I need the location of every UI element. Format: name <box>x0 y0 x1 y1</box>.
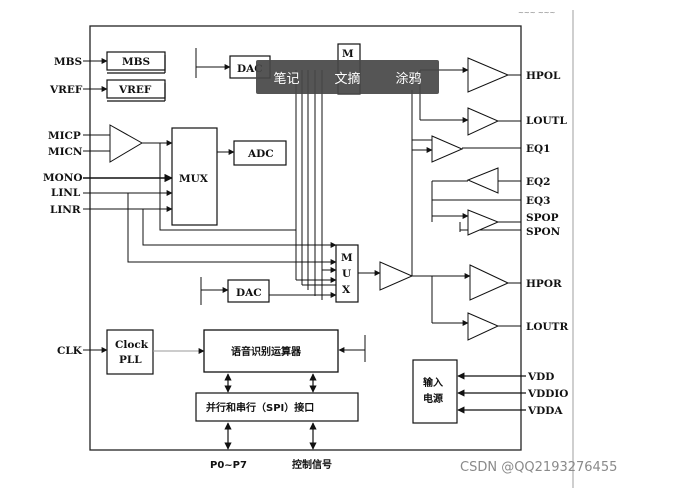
input-micn-label: MICN <box>48 146 83 158</box>
power-input-block <box>412 359 458 424</box>
mid-amplifier <box>379 261 414 291</box>
mux-left-block <box>171 127 218 226</box>
input-vref-label: VREF <box>49 84 83 96</box>
eq2-amplifier <box>466 167 499 194</box>
mux-right-letter-2: U <box>342 268 351 280</box>
input-clk-label: CLK <box>57 345 83 357</box>
eq1-amplifier <box>431 135 464 163</box>
spi-interface-block <box>195 392 359 422</box>
mux-left-label: MUX <box>179 173 209 185</box>
output-loutl-label: LOUTL <box>526 115 567 127</box>
dac-bottom-label: DAC <box>236 287 262 299</box>
power-input-line2: 电源 <box>423 392 443 405</box>
loutr-amplifier <box>467 312 500 341</box>
mic-amplifier <box>109 124 143 163</box>
doodle-button[interactable]: 涂鸦 <box>395 71 422 87</box>
notes-button[interactable]: 笔记 <box>273 71 300 87</box>
output-eq1-label: EQ1 <box>526 143 550 155</box>
adc-block-label: ADC <box>247 148 274 160</box>
adc-block <box>233 140 287 166</box>
dac-bottom-block <box>227 279 270 303</box>
output-spon-label: SPON <box>526 226 561 238</box>
watermark: CSDN @QQ2193276455 <box>460 460 618 475</box>
power-vdd-label: VDD <box>527 371 554 383</box>
clock-pll-line1: Clock <box>115 339 149 351</box>
bottom-p0-p7-label: P0~P7 <box>210 460 247 471</box>
mux-right-letter-1: M <box>341 252 353 264</box>
output-eq2-label: EQ2 <box>526 176 550 188</box>
chip-outline <box>89 25 522 451</box>
spi-interface-label: 并行和串行（SPI）接口 <box>206 401 314 414</box>
hpor-amplifier <box>469 264 510 301</box>
input-linl-label: LINL <box>51 187 81 199</box>
clock-pll-block <box>106 329 154 375</box>
speech-processor-block <box>203 329 339 373</box>
output-spop-label: SPOP <box>526 212 559 224</box>
hpol-amplifier <box>467 57 510 93</box>
output-hpor-label: HPOR <box>526 278 562 290</box>
speech-processor-label: 语音识别运算器 <box>231 345 302 358</box>
vref-block-label: VREF <box>118 84 152 96</box>
annotation-toolbar: 笔记 文摘 涂鸦 <box>256 60 439 94</box>
input-mono-label: MONO <box>43 172 83 184</box>
power-vdda-label: VDDA <box>527 405 563 417</box>
loutl-amplifier <box>467 107 500 136</box>
output-eq3-label: EQ3 <box>526 195 550 207</box>
input-mbs-label: MBS <box>54 56 82 68</box>
spop-amplifier <box>467 209 500 236</box>
output-loutr-label: LOUTR <box>526 321 568 333</box>
power-vddio-label: VDDIO <box>527 388 568 400</box>
output-hpol-label: HPOL <box>526 70 561 82</box>
input-micp-label: MICP <box>48 130 81 142</box>
bottom-control-label: 控制信号 <box>292 458 332 471</box>
power-input-line1: 输入 <box>423 376 443 389</box>
clock-pll-line2: PLL <box>119 354 142 366</box>
mux-top-letter: M <box>342 48 354 60</box>
top-right-text: ~~~ ~~~ <box>518 9 556 17</box>
input-linr-label: LINR <box>50 204 81 216</box>
mbs-block-label: MBS <box>122 56 150 68</box>
mux-right-letter-3: X <box>342 284 351 296</box>
excerpt-button[interactable]: 文摘 <box>334 71 361 87</box>
